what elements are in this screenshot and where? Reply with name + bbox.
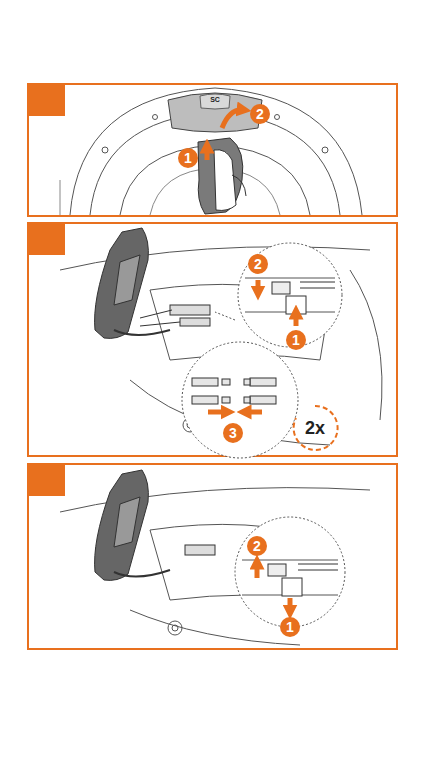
intercom-unit-3 (95, 470, 215, 580)
helmet-underside (60, 88, 362, 215)
device-marking: SC (210, 96, 220, 103)
callout-number: 1 (286, 620, 294, 634)
callout-number: 1 (184, 151, 192, 165)
speaker-pad (168, 93, 262, 132)
callout-number: 2 (256, 107, 264, 121)
magnifier-top (215, 243, 342, 347)
magnifier-bottom (182, 342, 298, 458)
intercom-unit-2 (95, 228, 170, 338)
magnifier-3 (235, 517, 345, 627)
panel-frames (28, 84, 397, 649)
callout-number: 2 (254, 257, 262, 271)
hand-with-clip (198, 138, 246, 214)
callout-number: 3 (229, 426, 237, 440)
repeat-ring (294, 406, 338, 450)
callout-number: 2 (253, 539, 261, 553)
connectors-2 (140, 305, 210, 326)
repeat-note: 2x (305, 419, 325, 437)
motion-arrows (207, 110, 244, 160)
callout-number: 1 (292, 333, 300, 347)
